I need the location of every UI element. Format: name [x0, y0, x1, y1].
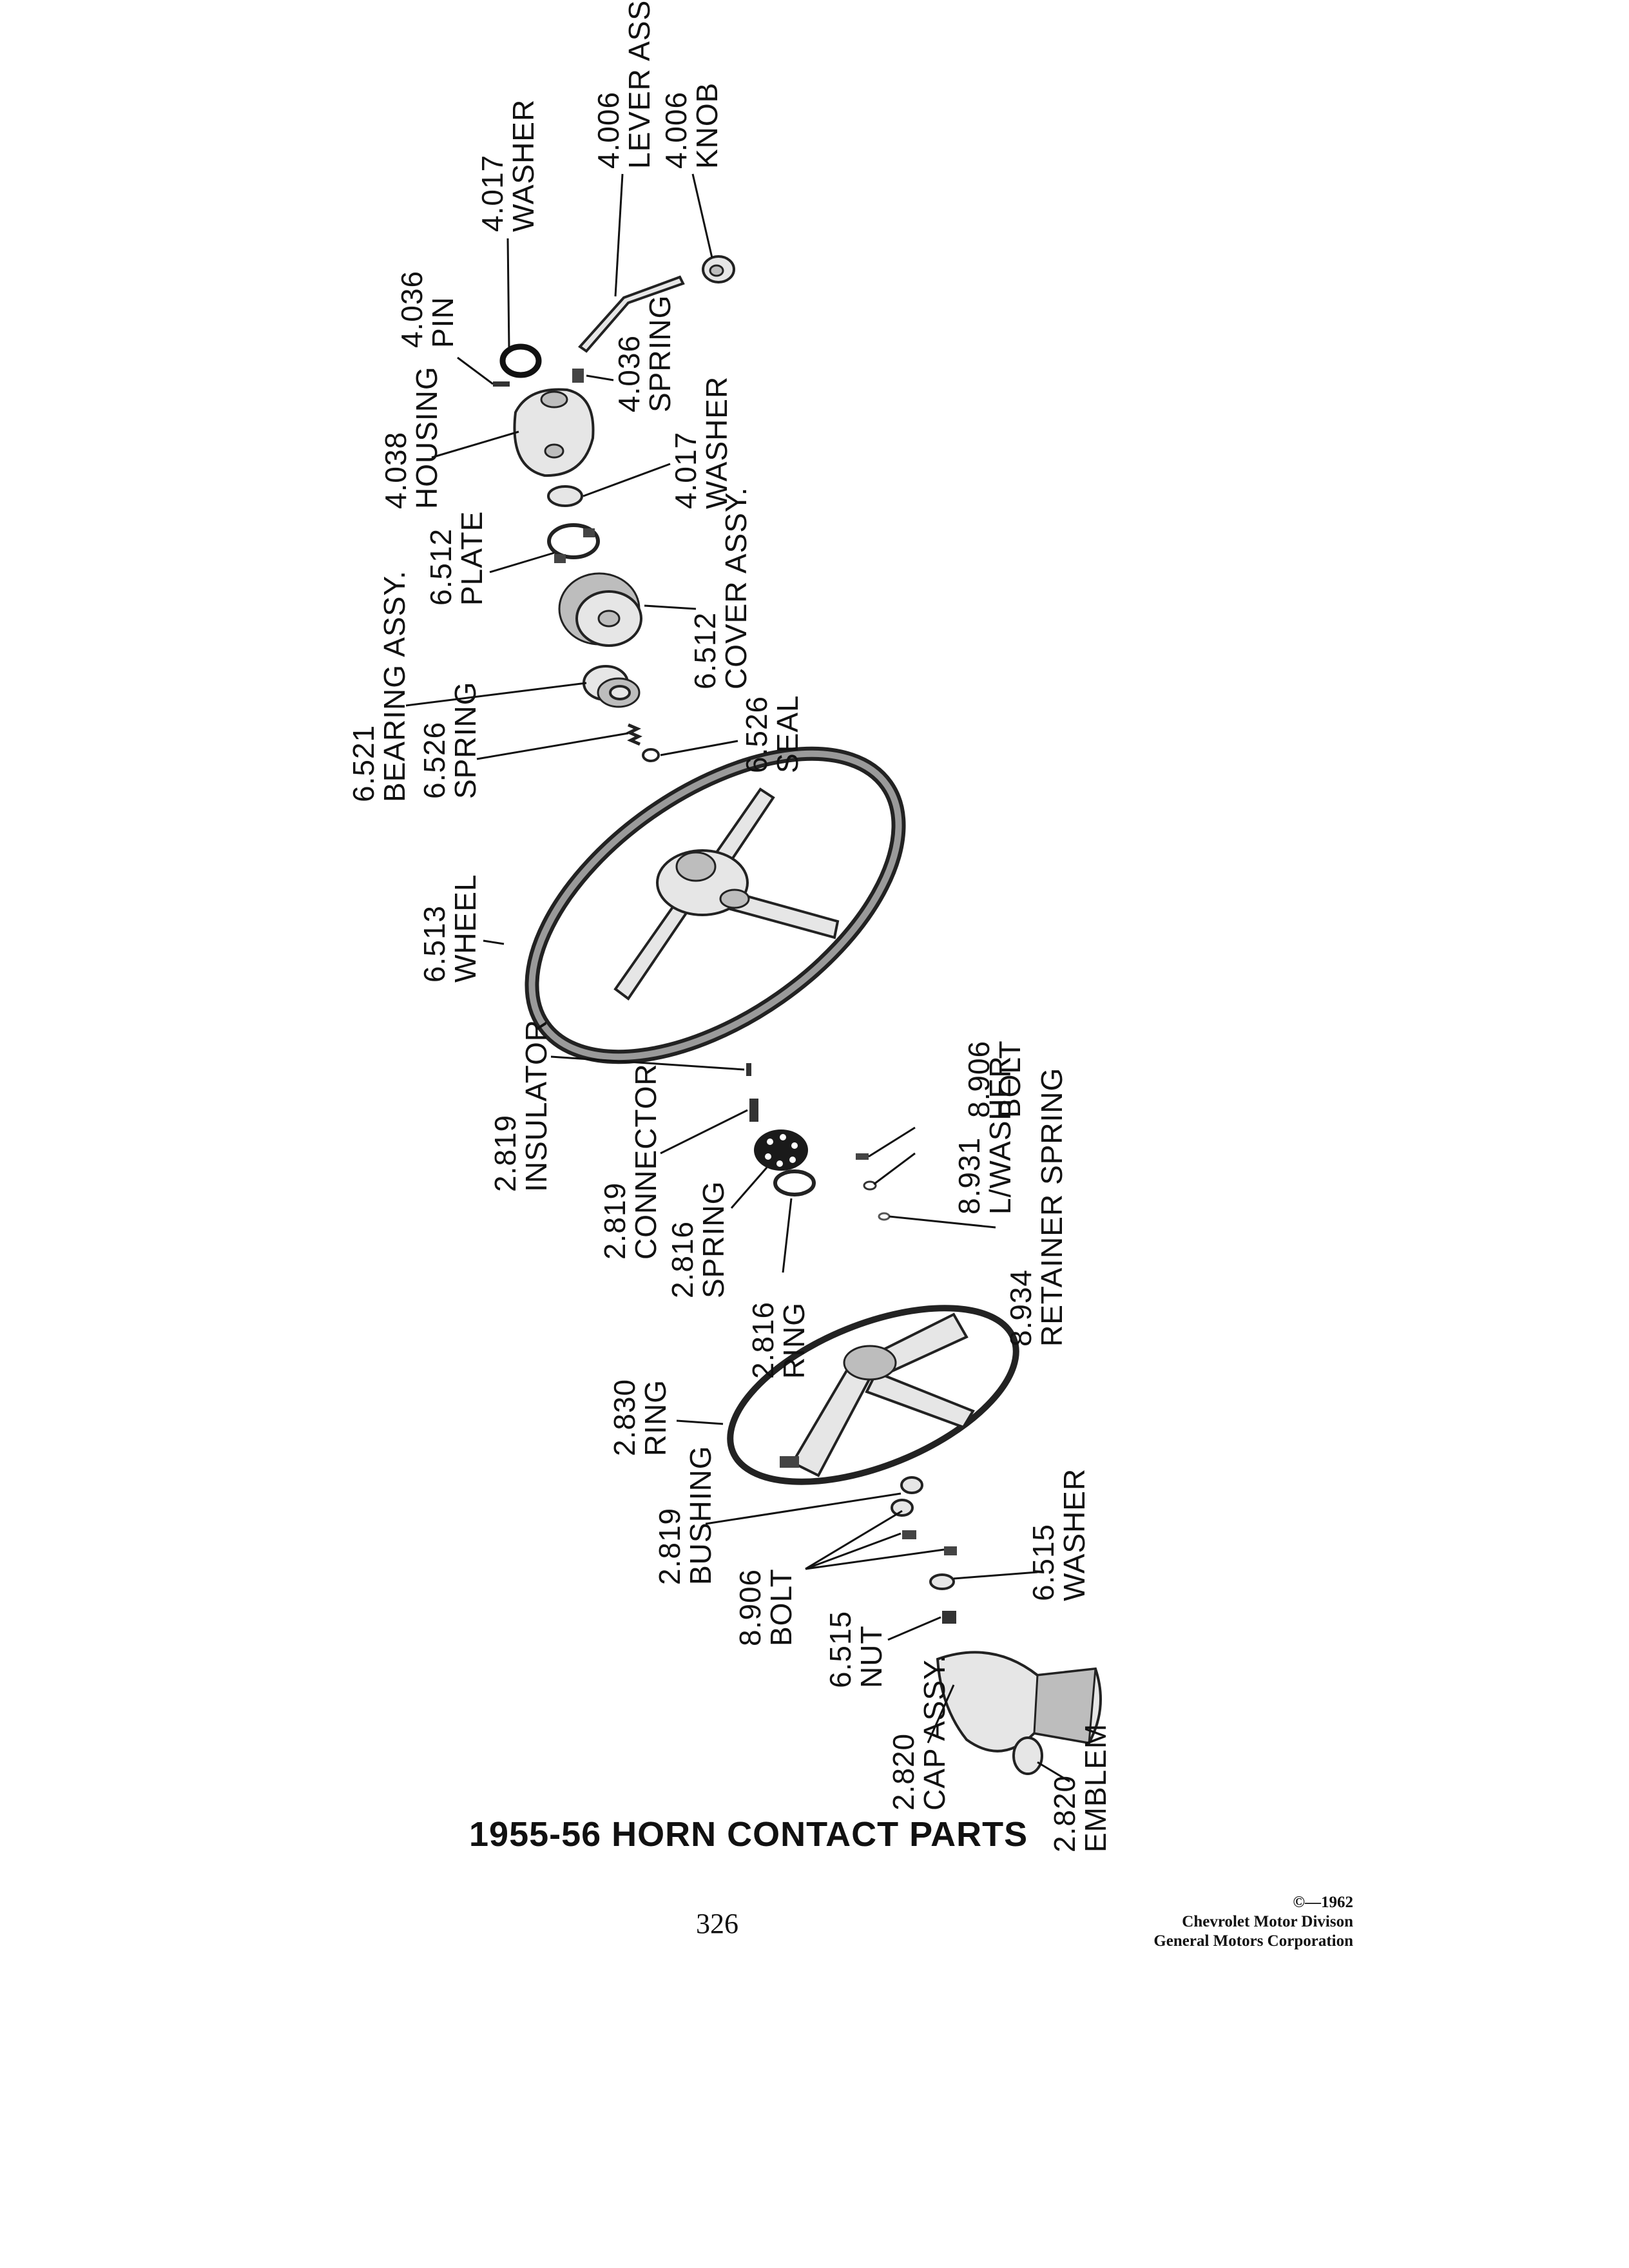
insulator-part: [746, 1063, 751, 1076]
lever-part: [578, 275, 685, 353]
callout-bolt-8906-bottom: 8.906BOLT: [733, 1568, 798, 1646]
washer-bottom-part: [547, 485, 583, 507]
callout-washer-4017-top: 4.017WASHER: [476, 99, 540, 232]
callout-cover-6512: 6.512COVER ASSY.: [688, 487, 753, 689]
ring-2816-part: [773, 1169, 816, 1196]
spring-2816-part: [754, 1129, 808, 1171]
callout-plate-6512: 6.512PLATE: [424, 511, 488, 606]
copyright-line-2: Chevrolet Motor Divison: [1182, 1913, 1353, 1930]
page-number: 326: [696, 1908, 738, 1939]
callout-ring-2830: 2.830RING: [608, 1379, 672, 1456]
copyright-notice: ©—1962 Chevrolet Motor Divison General M…: [1057, 1893, 1353, 1951]
callout-washer-4017-bottom: 4.017WASHER: [669, 376, 733, 509]
bolt-8906-bottom-part-a: [902, 1530, 916, 1539]
callout-nut-6515: 6.515NUT: [824, 1611, 888, 1688]
copyright-line-3: General Motors Corporation: [1153, 1932, 1353, 1950]
knob-part: [702, 255, 735, 284]
bushing-part: [891, 1476, 923, 1517]
callout-bolt-8906-top: 8.906BOLT: [962, 1040, 1027, 1118]
callout-bearing-6521: 6.521BEARING ASSY.: [347, 570, 411, 802]
callout-connector-2819: 2.819CONNECTOR: [598, 1063, 662, 1260]
housing-part: [513, 388, 595, 477]
emblem-part: [1012, 1736, 1043, 1775]
bolt-8906-top-part: [856, 1153, 869, 1160]
nut-6515-part: [942, 1611, 956, 1624]
callout-insulator-2819: 2.819INSULATOR: [488, 1019, 553, 1192]
parts-illustrations: [493, 255, 1102, 1775]
lwasher-part: [863, 1180, 877, 1191]
callout-seal-6526: 6.526SEAL: [740, 695, 804, 773]
steering-wheel-part: [525, 746, 906, 1064]
washer-top-part: [499, 343, 542, 378]
callout-wheel-6513: 6.513WHEEL: [418, 874, 482, 983]
callout-spring-6526: 6.526SPRING: [418, 682, 482, 799]
copyright-line-1: ©—1962: [1293, 1894, 1353, 1911]
bolt-8906-bottom-part-b: [944, 1546, 957, 1555]
callout-spring-4036: 4.036SPRING: [612, 295, 677, 412]
callout-ring-2816: 2.816RING: [746, 1302, 811, 1379]
connector-part: [749, 1099, 758, 1122]
callout-labels: 4.017WASHER 4.006LEVER ASSY. 4.006KNOB 4…: [347, 0, 1112, 1852]
callout-knob-4006: 4.006KNOB: [659, 82, 724, 169]
callout-pin-4036: 4.036PIN: [395, 271, 459, 348]
callout-emblem-2820: 2.820EMBLEM: [1048, 1724, 1112, 1852]
callout-cap-2820: 2.820CAP ASSY.: [887, 1654, 951, 1811]
callout-bushing-2819: 2.819BUSHING: [653, 1445, 717, 1585]
callout-washer-6515: 6.515WASHER: [1027, 1468, 1091, 1601]
spring-4036-part: [572, 369, 584, 383]
leader-lines: [405, 173, 1070, 1783]
plate-part: [547, 523, 600, 563]
callout-lever-4006: 4.006LEVER ASSY.: [592, 0, 656, 169]
horn-ring-part: [727, 1305, 1019, 1485]
pin-part: [493, 381, 510, 387]
spring-6526-part: [626, 723, 642, 746]
page-title: 1955-56 HORN CONTACT PARTS: [469, 1815, 1028, 1854]
callout-spring-2816: 2.816SPRING: [666, 1181, 730, 1298]
cover-part: [558, 572, 642, 647]
callout-retainer-8934: 8.934RETAINER SPRING: [1004, 1068, 1068, 1347]
seal-part: [642, 748, 660, 762]
cap-part: [936, 1651, 1102, 1753]
callout-lwasher-8931: 8.931L/WASHER: [952, 1055, 1017, 1215]
retainer-spring-part: [878, 1212, 891, 1221]
bearing-part: [583, 665, 641, 708]
callout-housing-4038: 4.038HOUSING: [379, 366, 443, 509]
washer-6515-part: [929, 1573, 955, 1590]
